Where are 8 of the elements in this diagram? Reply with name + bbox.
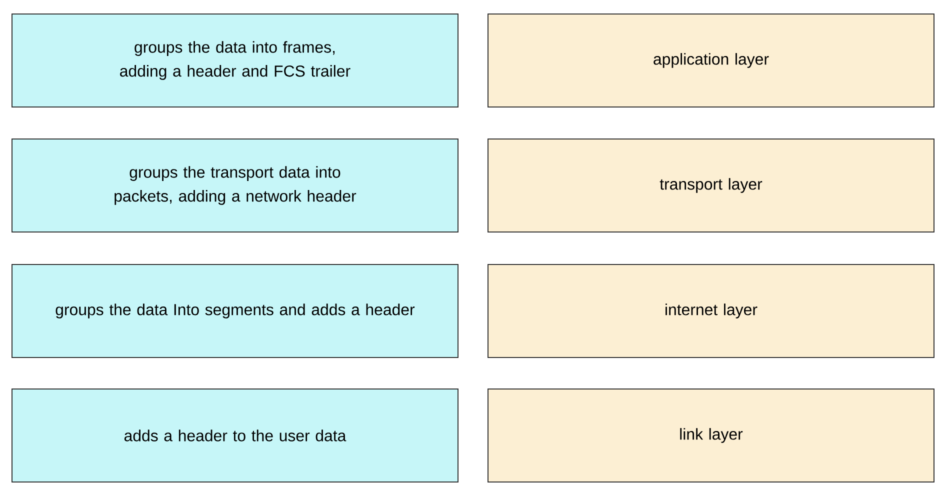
layer-box: link layer xyxy=(488,388,934,482)
description-box: groups the transport data into packets, adding a network header xyxy=(12,138,458,232)
description-box: groups the data into frames, adding a header and FCS trailer xyxy=(12,14,458,108)
description-box: groups the data Into segments and adds a header xyxy=(12,264,458,358)
description-box: adds a header to the user data xyxy=(12,388,458,482)
layer-box: internet layer xyxy=(488,264,934,358)
layer-box: application layer xyxy=(488,14,934,108)
layer-box: transport layer xyxy=(488,138,934,232)
